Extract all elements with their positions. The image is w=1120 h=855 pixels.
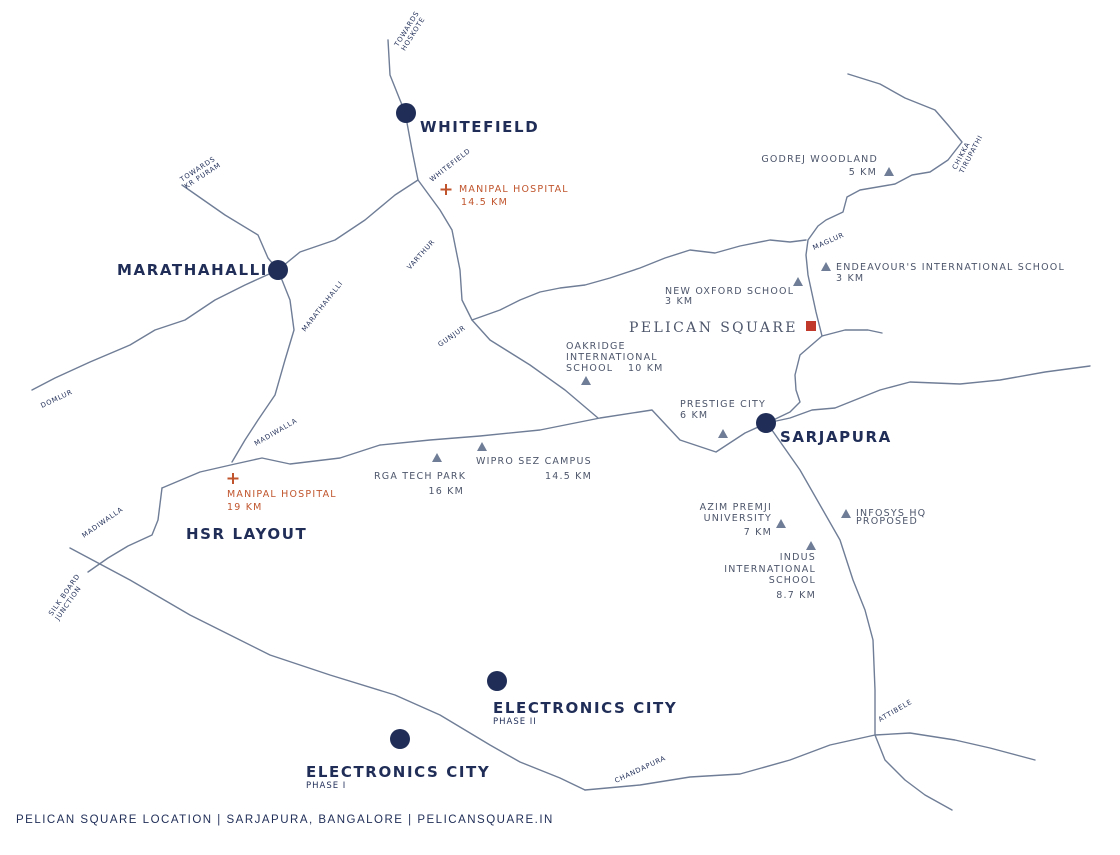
indus-school-label-2: INTERNATIONAL — [724, 564, 816, 575]
electronics-city-phase2-sub: PHASE II — [493, 717, 537, 727]
road-pelican-sarjapura — [766, 335, 823, 424]
electronics-city-phase2-label: ELECTRONICS CITY — [493, 699, 677, 717]
infosys-hq-label-1: INFOSYS HQ — [856, 508, 926, 519]
road-chandapura-attibele — [584, 732, 1036, 791]
madiwalla-road-label-upper: MADIWALLA — [253, 417, 299, 448]
marathahalli-label: MARATHAHALLI — [117, 261, 268, 279]
madiwalla-road-label-lower: MADIWALLA — [81, 505, 125, 539]
azim-premji-label-1: AZIM PREMJI — [700, 502, 772, 513]
indus-school-marker — [806, 541, 816, 550]
manipal-hospital-whitefield-label: MANIPAL HOSPITAL — [459, 184, 569, 195]
road-silkboard-electronic-city — [69, 547, 586, 791]
infosys-hq-label-2: PROPOSED — [856, 516, 918, 527]
attibele-road-label: ATTIBELE — [877, 698, 914, 724]
chandapura-road-label: CHANDAPURA — [613, 754, 667, 785]
gunjur-road-label: GUNJUR — [437, 324, 468, 349]
domlur-road-label: DOMLUR — [39, 388, 74, 410]
road-chikka-tirupathi — [805, 73, 963, 337]
wipro-sez-distance: 14.5 KM — [545, 471, 592, 482]
road-madiwalla-silkboard — [87, 487, 163, 573]
whitefield-hub-marker — [396, 103, 416, 123]
godrej-woodland-label: GODREJ WOODLAND — [761, 154, 878, 165]
rga-tech-park-distance: 16 KM — [428, 486, 464, 497]
electronics-city-phase1-label: ELECTRONICS CITY — [306, 763, 490, 781]
road-domlur-marathahalli — [31, 269, 279, 391]
road-kr-puram-marathahalli — [181, 184, 279, 271]
maglur-road-label: MAGLUR — [812, 231, 846, 252]
sarjapura-label: SARJAPURA — [780, 428, 892, 446]
azim-premji-label-2: UNIVERSITY — [704, 513, 772, 524]
oakridge-school-label-3: SCHOOL — [566, 363, 613, 374]
new-oxford-school-label: NEW OXFORD SCHOOL — [665, 286, 794, 297]
wipro-sez-label: WIPRO SEZ CAMPUS — [476, 456, 592, 467]
road-sarjapura-attibele — [766, 422, 953, 811]
oakridge-school-label-2: INTERNATIONAL — [566, 352, 658, 363]
wipro-sez-marker — [477, 442, 487, 451]
rga-tech-park-label: RGA TECH PARK — [374, 471, 466, 482]
rga-tech-park-marker — [432, 453, 442, 462]
hospital-cross-icon — [440, 184, 452, 195]
godrej-woodland-distance: 5 KM — [849, 167, 877, 178]
endeavours-school-distance: 3 KM — [836, 273, 864, 284]
electronics-city-phase1-sub: PHASE I — [306, 781, 346, 791]
oakridge-school-distance: 10 KM — [628, 363, 664, 374]
oakridge-school-marker — [581, 376, 591, 385]
infosys-hq-marker — [841, 509, 851, 518]
endeavours-school-label: ENDEAVOUR'S INTERNATIONAL SCHOOL — [836, 262, 1065, 273]
prestige-city-distance: 6 KM — [680, 410, 708, 421]
footer-caption: PELICAN SQUARE LOCATION | SARJAPURA, BAN… — [16, 814, 554, 826]
oakridge-school-label-1: OAKRIDGE — [566, 341, 626, 352]
whitefield-road-label: WHITEFIELD — [428, 147, 472, 184]
hospital-cross-icon — [227, 473, 239, 484]
road-pelican-east — [821, 329, 883, 337]
manipal-hospital-hsr-label: MANIPAL HOSPITAL — [227, 489, 337, 500]
road-whitefield-varthur-gunjur — [417, 179, 599, 419]
road-hsr-sarjapura — [161, 409, 768, 489]
azim-premji-distance: 7 KM — [744, 527, 772, 538]
road-marathahalli-whitefield — [277, 179, 419, 271]
road-marathahalli-madiwalla — [231, 269, 295, 463]
hsr-layout-label: HSR LAYOUT — [186, 525, 307, 543]
towards-kr-puram-label: TOWARDS KR PURAM — [178, 155, 223, 190]
road-gunjur-pelican — [471, 239, 807, 321]
road-sarjapura-east — [766, 365, 1091, 424]
indus-school-label-3: SCHOOL — [769, 575, 816, 586]
manipal-hospital-whitefield-distance: 14.5 KM — [461, 197, 508, 208]
sarjapura-hub-marker — [756, 413, 776, 433]
towards-hoskote-label: TOWARDS HOSKOTE — [392, 10, 426, 53]
new-oxford-school-distance: 3 KM — [665, 296, 693, 307]
electronics-city-phase1-marker — [390, 729, 410, 749]
chikka-tirupathi-label: CHIKKA TIRUPATHI — [951, 134, 985, 176]
azim-premji-marker — [776, 519, 786, 528]
whitefield-label: WHITEFIELD — [420, 118, 539, 136]
road-network — [31, 39, 1091, 811]
marathahalli-hub-marker — [268, 260, 288, 280]
endeavours-school-marker — [821, 262, 831, 271]
indus-school-label-1: INDUS — [780, 552, 816, 563]
pelican-square-marker — [806, 321, 816, 331]
new-oxford-school-marker — [793, 277, 803, 286]
varthur-road-label: VARTHUR — [406, 238, 437, 271]
electronics-city-phase2-marker — [487, 671, 507, 691]
manipal-hospital-hsr-distance: 19 KM — [227, 502, 263, 513]
godrej-woodland-marker — [884, 167, 894, 176]
silk-board-junction-label: SILK BOARD JUNCTION — [47, 572, 83, 622]
pelican-square-label: PELICAN SQUARE — [629, 320, 798, 336]
marathahalli-road-label: MARATHAHALLI — [300, 279, 344, 333]
prestige-city-label: PRESTIGE CITY — [680, 399, 766, 410]
prestige-city-marker — [718, 429, 728, 438]
indus-school-distance: 8.7 KM — [776, 590, 816, 601]
